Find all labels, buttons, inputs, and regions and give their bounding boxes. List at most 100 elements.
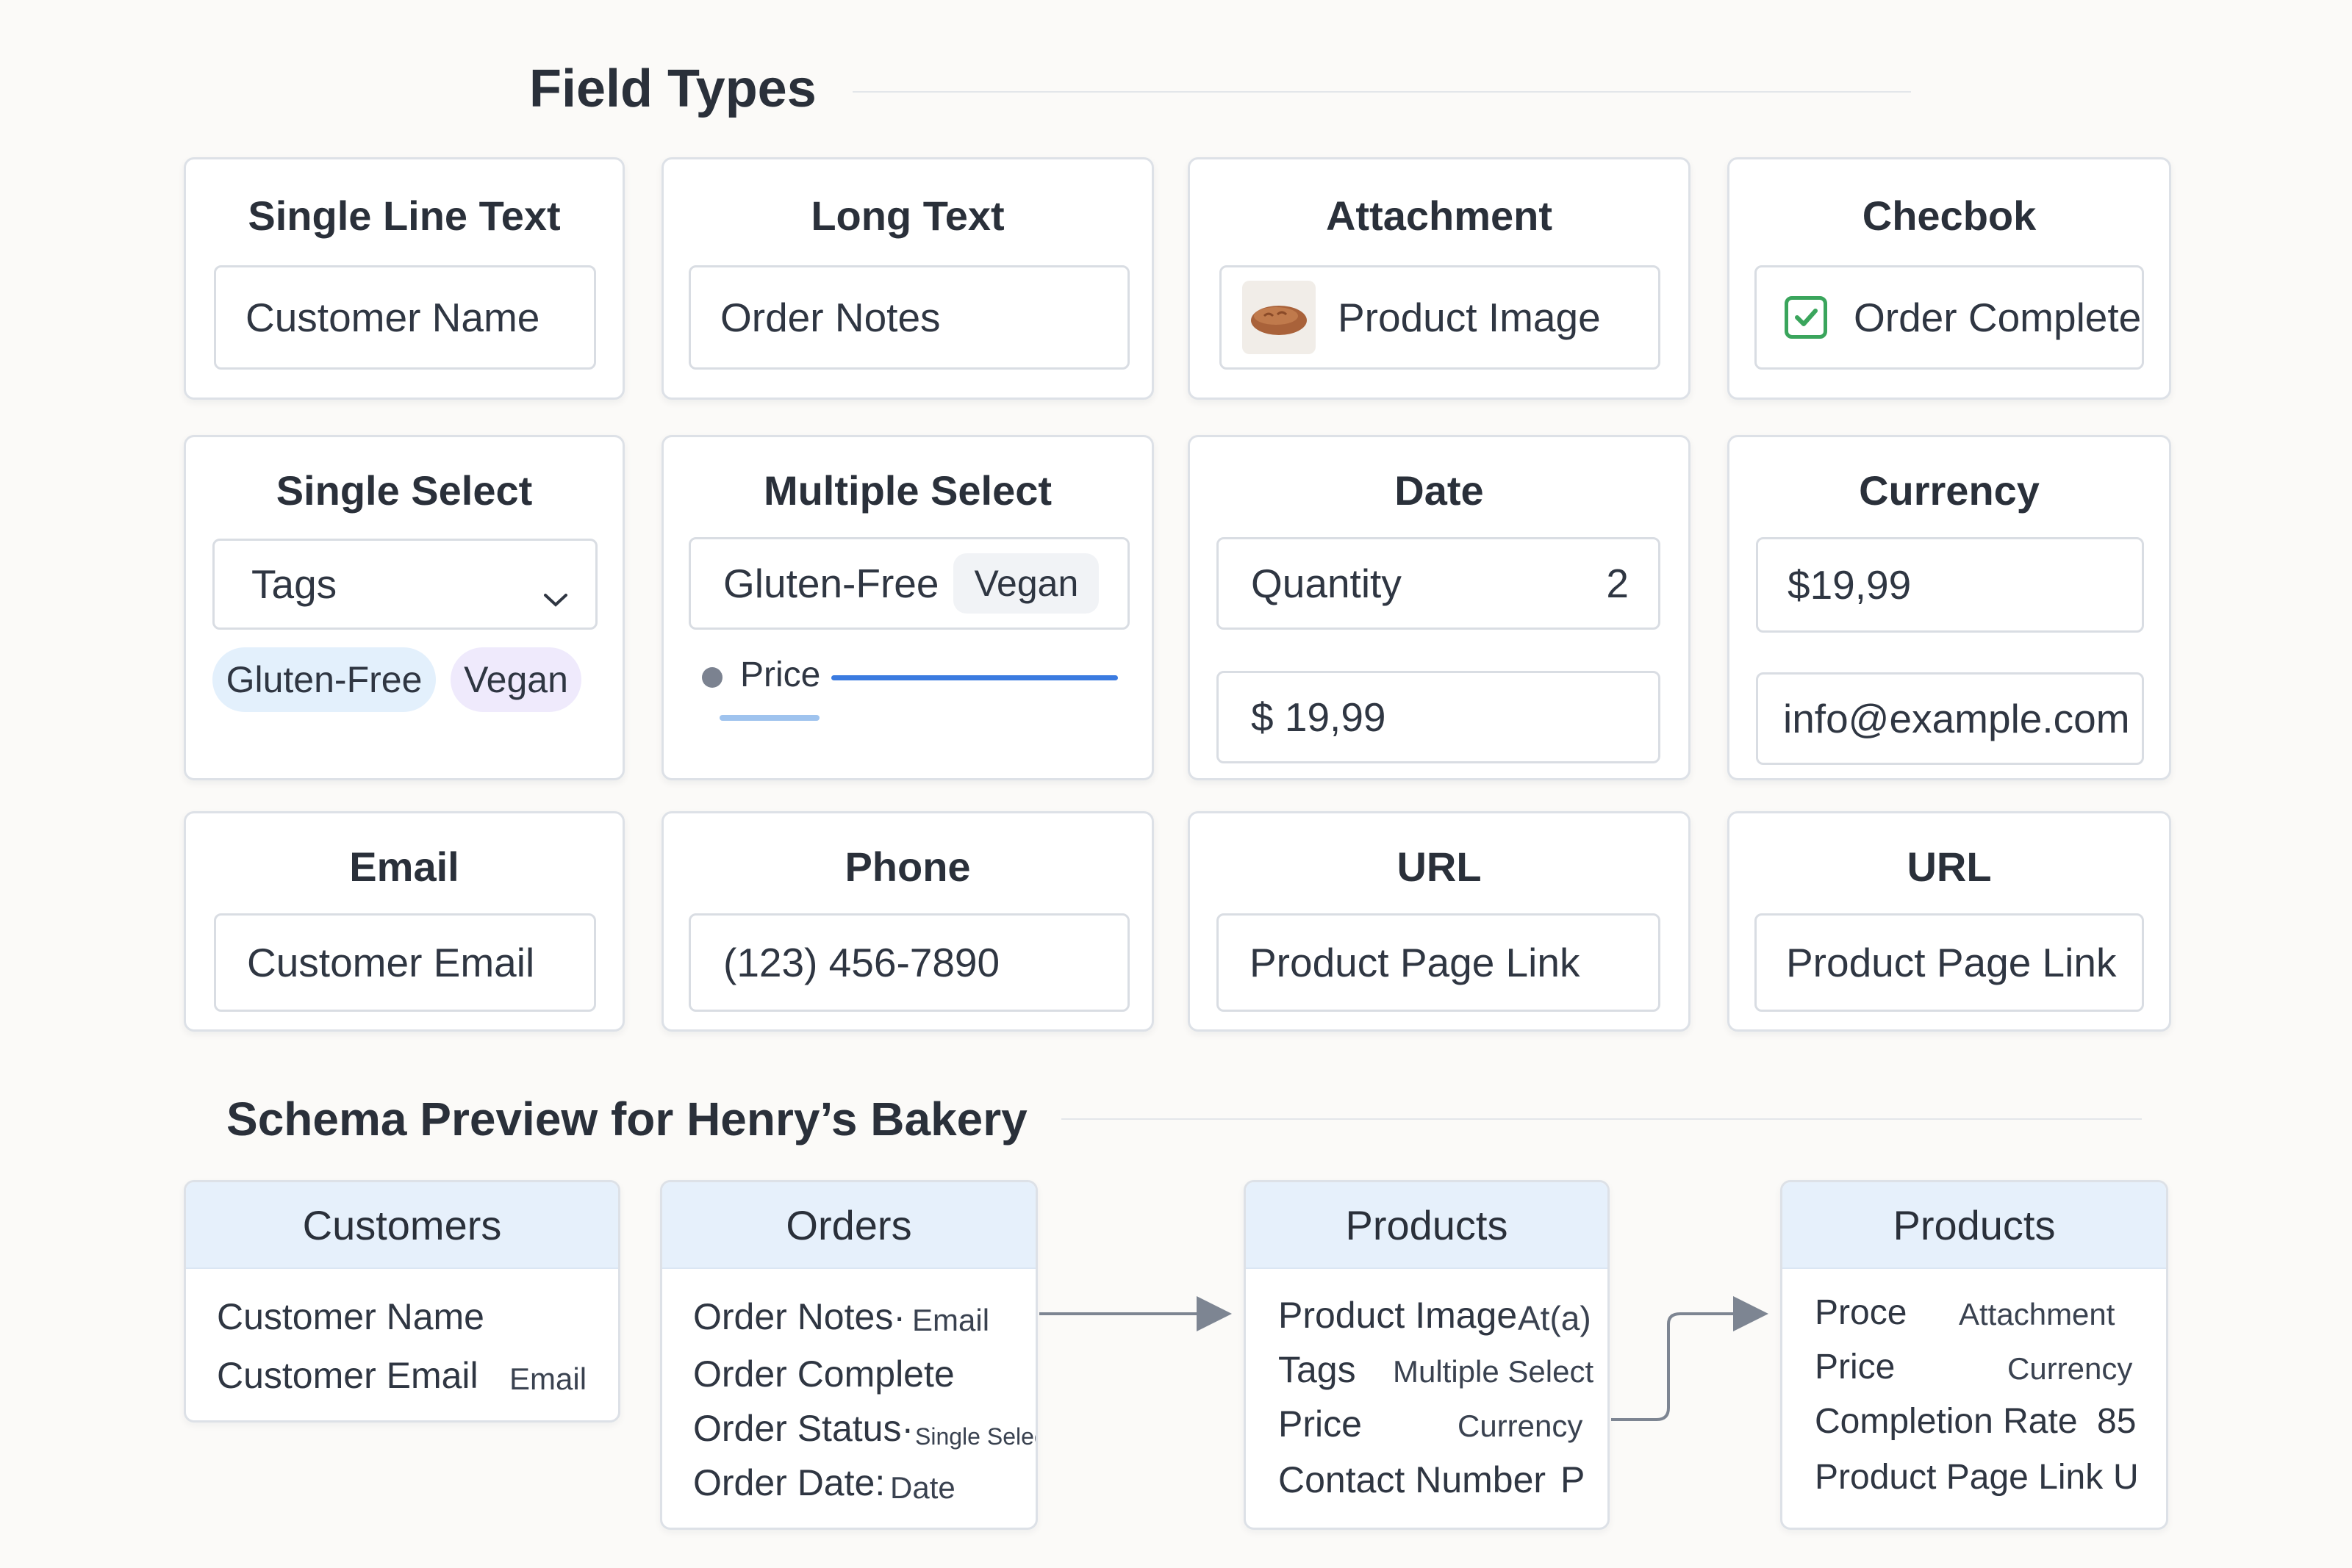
table-title: Orders xyxy=(662,1182,1036,1269)
slider-label: Price xyxy=(740,655,821,694)
url-card-2: URL Product Page Link xyxy=(1727,811,2171,1032)
field-value: Product Page Link xyxy=(1250,940,1580,985)
date-card: Date Quantity 2 $ 19,99 xyxy=(1188,435,1690,780)
card-title: Attachment xyxy=(1325,193,1553,239)
customer-email-input[interactable]: Customer Email xyxy=(214,913,596,1012)
table-title: Customers xyxy=(186,1182,618,1269)
table-title: Products xyxy=(1246,1182,1607,1269)
long-text-card: Long Text Order Notes xyxy=(662,157,1154,400)
field-value: Order Notes xyxy=(720,295,941,340)
quantity-stepper[interactable]: Quantity 2 xyxy=(1216,537,1660,630)
price-input[interactable]: $ 19,99 xyxy=(1216,671,1660,763)
field-type: Date xyxy=(890,1470,956,1505)
field-type: U xyxy=(2113,1458,2139,1497)
url-card-1: URL Product Page Link xyxy=(1188,811,1690,1032)
quantity-label: Quantity xyxy=(1251,561,1402,606)
chevron-down-icon xyxy=(542,572,569,619)
table-products-2[interactable]: Products Proce Attachment Price Currency… xyxy=(1780,1180,2168,1530)
phone-input[interactable]: (123) 456-7890 xyxy=(689,913,1130,1012)
quantity-value: 2 xyxy=(1606,561,1629,606)
field-types-title: Field Types xyxy=(529,60,817,118)
field-type: At(a) xyxy=(1518,1299,1591,1337)
products-to-products-arrow xyxy=(1611,1296,1768,1421)
schema-preview-title: Schema Preview for Henry’s Bakery xyxy=(226,1093,1028,1146)
field-value: Customer Name xyxy=(245,295,540,340)
checkbox-card: Checbok Order Complete xyxy=(1727,157,2171,400)
field-name: Price xyxy=(1815,1348,1896,1387)
card-title: Currency xyxy=(1859,467,2040,514)
field-value: Customer Email xyxy=(247,940,535,985)
chip-vegan[interactable]: Vegan xyxy=(953,553,1100,614)
card-title: URL xyxy=(1396,844,1482,890)
field-name: Tags xyxy=(1278,1349,1356,1390)
field-name: Customer Name xyxy=(217,1296,484,1337)
email-input[interactable]: info@example.com xyxy=(1756,672,2144,765)
card-title: URL xyxy=(1907,844,1992,890)
multiple-select-input[interactable]: Gluten-Free Vegan xyxy=(689,537,1130,630)
field-name: Product Page Link xyxy=(1815,1458,2104,1497)
field-value: (123) 456-7890 xyxy=(723,940,1000,985)
single-select-card: Single Select Tags Gluten-Free Vegan xyxy=(184,435,625,780)
email-card: Email Customer Email xyxy=(184,811,625,1032)
single-line-text-card: Single Line Text Customer Name xyxy=(184,157,625,400)
product-image-attachment[interactable]: Product Image xyxy=(1219,265,1660,370)
order-complete-checkbox-field[interactable]: Order Complete xyxy=(1754,265,2144,370)
slider-dot-icon xyxy=(702,667,723,688)
multiple-select-card: Multiple Select Gluten-Free Vegan Price xyxy=(662,435,1154,780)
chip-vegan[interactable]: Vegan xyxy=(451,647,581,712)
product-page-link-input[interactable]: Product Page Link xyxy=(1754,913,2144,1012)
field-value: Product Page Link xyxy=(1786,940,2117,985)
field-name: Customer Email xyxy=(217,1355,478,1396)
field-name: Proce xyxy=(1815,1293,1907,1332)
field-value: Order Complete xyxy=(1854,295,2142,340)
order-notes-input[interactable]: Order Notes xyxy=(689,265,1130,370)
field-name: Order Status· xyxy=(693,1408,914,1449)
currency-input[interactable]: $19,99 xyxy=(1756,537,2144,633)
card-title: Checbok xyxy=(1862,193,2037,239)
card-title: Date xyxy=(1394,467,1484,514)
card-title: Single Line Text xyxy=(248,193,561,239)
field-type: 85 xyxy=(2097,1402,2137,1441)
field-type: Single Select xyxy=(915,1423,1036,1450)
card-title: Single Select xyxy=(276,467,533,514)
field-type: Multiple Select xyxy=(1393,1354,1594,1389)
table-products-1[interactable]: Products Product Image At(a) Tags Multip… xyxy=(1244,1180,1610,1530)
field-value: $ 19,99 xyxy=(1251,694,1386,740)
field-types-divider xyxy=(853,91,1911,93)
checkbox-checked-icon[interactable] xyxy=(1785,296,1827,339)
field-name: Order Notes· xyxy=(693,1296,906,1337)
field-name: Order Complete xyxy=(693,1353,955,1395)
field-type: Currency xyxy=(2007,1351,2133,1386)
customer-name-input[interactable]: Customer Name xyxy=(214,265,596,370)
card-title: Multiple Select xyxy=(763,467,1053,514)
product-page-link-input[interactable]: Product Page Link xyxy=(1216,913,1660,1012)
field-name: Product Image xyxy=(1278,1295,1518,1336)
slider-underline xyxy=(720,715,820,721)
field-value: Tags xyxy=(251,561,337,607)
field-name: Completion Rate xyxy=(1815,1402,2078,1441)
table-orders[interactable]: Orders Order Notes· Email Order Complete… xyxy=(660,1180,1038,1530)
field-type: Email xyxy=(509,1362,587,1396)
field-value: $19,99 xyxy=(1788,562,1912,608)
card-title: Phone xyxy=(845,844,971,890)
card-title: Long Text xyxy=(811,193,1005,239)
field-value: Gluten-Free xyxy=(723,561,939,606)
field-name: Price xyxy=(1278,1403,1362,1445)
field-value: info@example.com xyxy=(1783,696,2130,741)
attachment-card: Attachment Product Image xyxy=(1188,157,1690,400)
tags-select[interactable]: Tags xyxy=(212,539,598,630)
phone-card: Phone (123) 456-7890 xyxy=(662,811,1154,1032)
chip-gluten-free[interactable]: Gluten-Free xyxy=(212,647,436,712)
bread-thumbnail-icon xyxy=(1242,281,1316,354)
field-type: Attachment xyxy=(1959,1297,2115,1331)
field-type: Email xyxy=(912,1303,990,1337)
field-value: Product Image xyxy=(1338,295,1601,340)
field-type: Currency xyxy=(1458,1409,1583,1443)
table-customers[interactable]: Customers Customer Name Customer Email E… xyxy=(184,1180,620,1423)
field-type: P xyxy=(1560,1459,1585,1500)
field-name: Order Date: xyxy=(693,1462,886,1503)
table-title: Products xyxy=(1782,1182,2166,1269)
schema-divider xyxy=(1061,1118,2142,1120)
price-slider-track[interactable] xyxy=(831,675,1118,680)
card-title: Email xyxy=(349,844,459,890)
